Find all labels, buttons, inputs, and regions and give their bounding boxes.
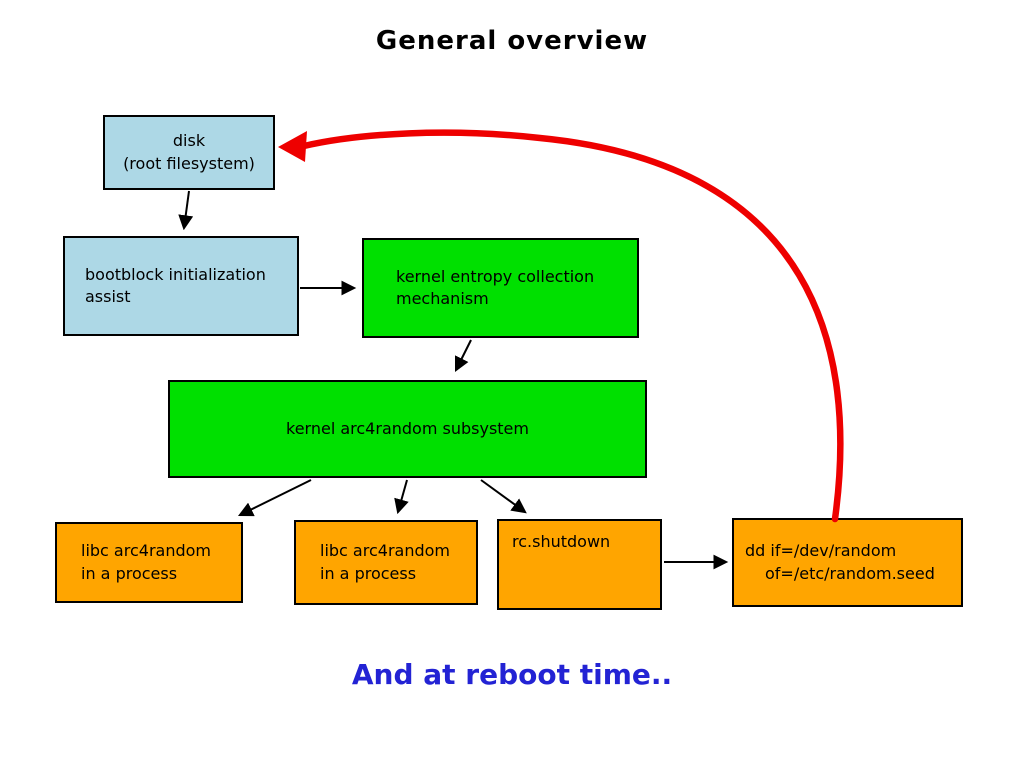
node-kernel-arc4random-subsystem: kernel arc4random subsystem bbox=[168, 380, 647, 478]
node-label-line: (root filesystem) bbox=[123, 153, 255, 173]
node-label-line: kernel entropy collection bbox=[396, 266, 595, 286]
node-disk: disk (root filesystem) bbox=[103, 115, 275, 190]
node-label-line: in a process bbox=[81, 563, 178, 583]
arrow-arc4random-to-libc1 bbox=[237, 479, 312, 517]
node-label-line: disk bbox=[172, 131, 206, 151]
node-label-line: libc arc4random bbox=[81, 541, 211, 561]
node-label-line: in a process bbox=[320, 563, 417, 583]
node-label-line: libc arc4random bbox=[320, 541, 450, 561]
node-bootblock-init-assist: bootblock initialization assist bbox=[63, 236, 299, 336]
arrow-entropy-to-arc4random bbox=[454, 339, 472, 373]
node-dd-random-seed: dd if=/dev/random of=/etc/random.seed bbox=[732, 518, 963, 607]
reboot-feedback-arrowhead-icon bbox=[278, 131, 307, 162]
caption-reboot-note: And at reboot time.. bbox=[351, 658, 673, 691]
node-label-line: of=/etc/random.seed bbox=[765, 563, 935, 583]
node-libc-arc4random-process-2: libc arc4random in a process bbox=[294, 520, 478, 605]
node-label-line: assist bbox=[85, 287, 131, 306]
node-label-line: kernel arc4random subsystem bbox=[286, 418, 529, 438]
node-label-line: rc.shutdown bbox=[512, 532, 611, 551]
node-rc-shutdown: rc.shutdown bbox=[497, 519, 662, 610]
arrow-disk-to-bootblock bbox=[178, 190, 194, 231]
node-label-line: bootblock initialization bbox=[85, 264, 266, 284]
arrow-arc4random-to-libc2 bbox=[394, 479, 409, 515]
node-kernel-entropy-collection: kernel entropy collection mechanism bbox=[362, 238, 639, 338]
arrow-arc4random-to-rcshutdown bbox=[480, 479, 527, 514]
page-title: General overview bbox=[375, 26, 649, 56]
node-label-line: dd if=/dev/random bbox=[745, 541, 897, 561]
node-label-line: mechanism bbox=[396, 289, 489, 308]
node-libc-arc4random-process-1: libc arc4random in a process bbox=[55, 522, 243, 603]
